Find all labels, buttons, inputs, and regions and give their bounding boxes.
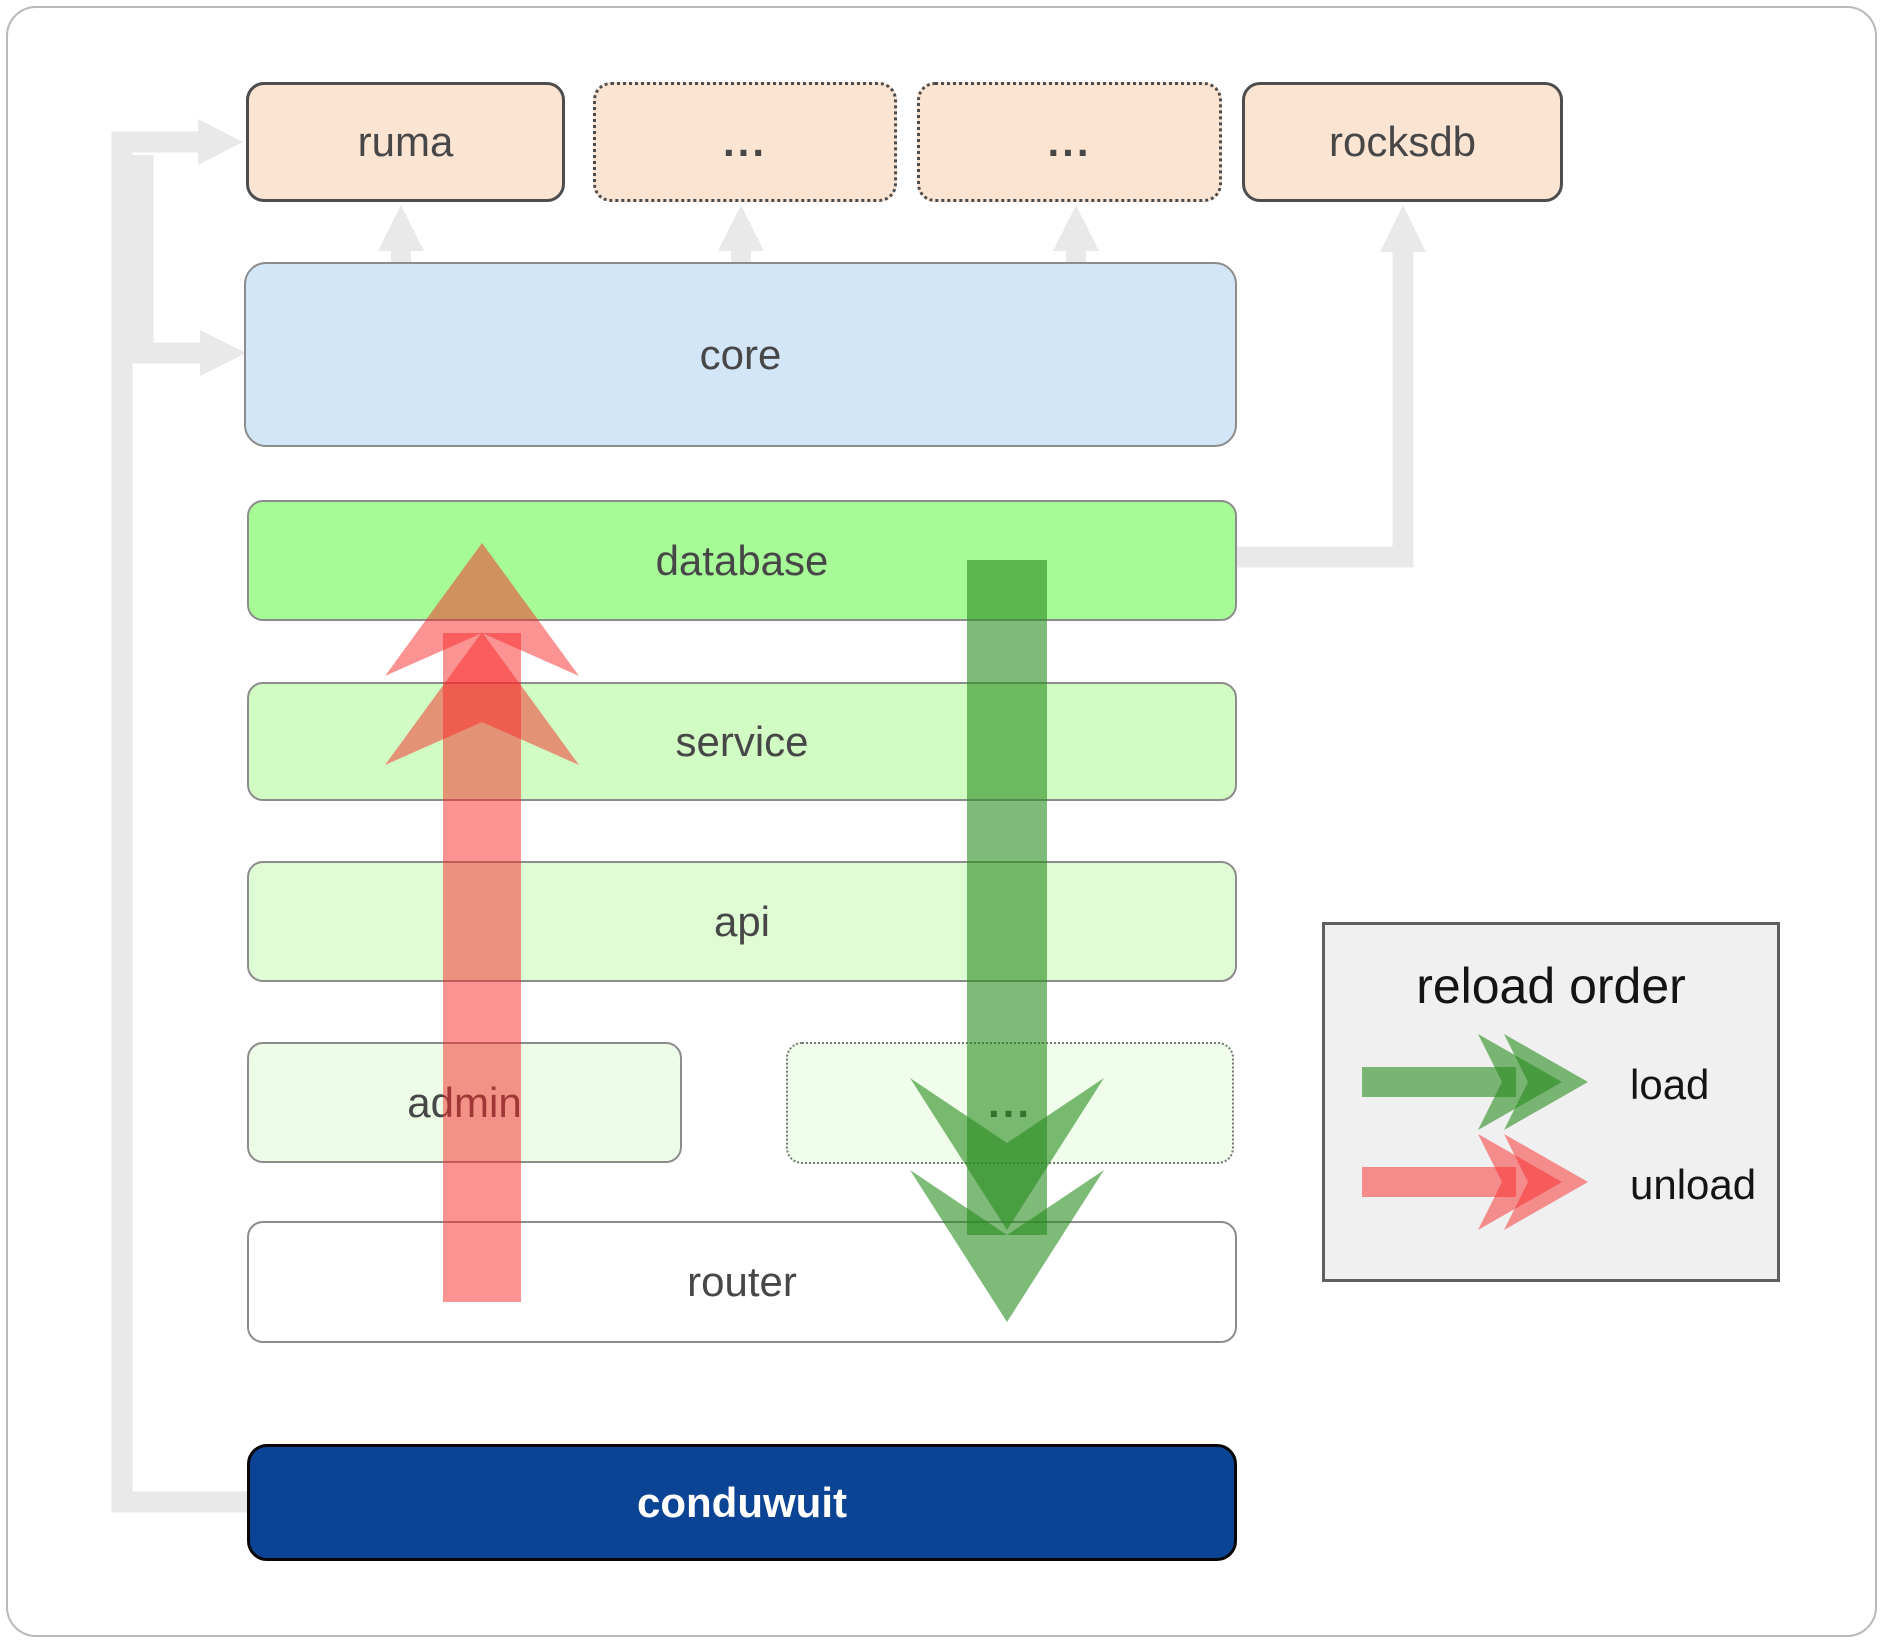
node-ellipsis-top-1-label: ...: [722, 118, 767, 165]
node-database-label: database: [655, 536, 829, 584]
node-service-label: service: [675, 717, 809, 765]
node-core: core: [244, 262, 1237, 447]
node-ellipsis-top-1: ...: [593, 82, 897, 202]
node-database: database: [247, 500, 1237, 621]
node-service: service: [247, 682, 1237, 801]
node-api: api: [247, 861, 1237, 982]
node-ellipsis-bottom: ...: [786, 1042, 1234, 1164]
node-ruma-label: ruma: [357, 118, 454, 165]
legend-load-label: load: [1630, 1061, 1710, 1108]
node-rocksdb-label: rocksdb: [1328, 118, 1477, 165]
node-admin-label: admin: [407, 1078, 522, 1126]
node-admin: admin: [247, 1042, 682, 1163]
node-rocksdb: rocksdb: [1242, 82, 1563, 202]
node-ruma: ruma: [246, 82, 565, 202]
outer-frame: [6, 6, 1877, 1637]
node-ellipsis-top-2: ...: [917, 82, 1222, 202]
node-ellipsis-top-2-label: ...: [1047, 118, 1092, 165]
legend-unload-label: unload: [1630, 1161, 1757, 1208]
node-router: router: [247, 1221, 1237, 1343]
legend: reload order load unload: [1322, 922, 1780, 1282]
node-conduwuit-label: conduwuit: [637, 1478, 847, 1526]
legend-title: reload order: [1416, 958, 1686, 1014]
node-ellipsis-bottom-label: ...: [987, 1079, 1032, 1126]
node-core-label: core: [699, 330, 782, 378]
node-conduwuit: conduwuit: [247, 1444, 1237, 1561]
node-api-label: api: [713, 897, 771, 945]
node-router-label: router: [687, 1258, 797, 1305]
